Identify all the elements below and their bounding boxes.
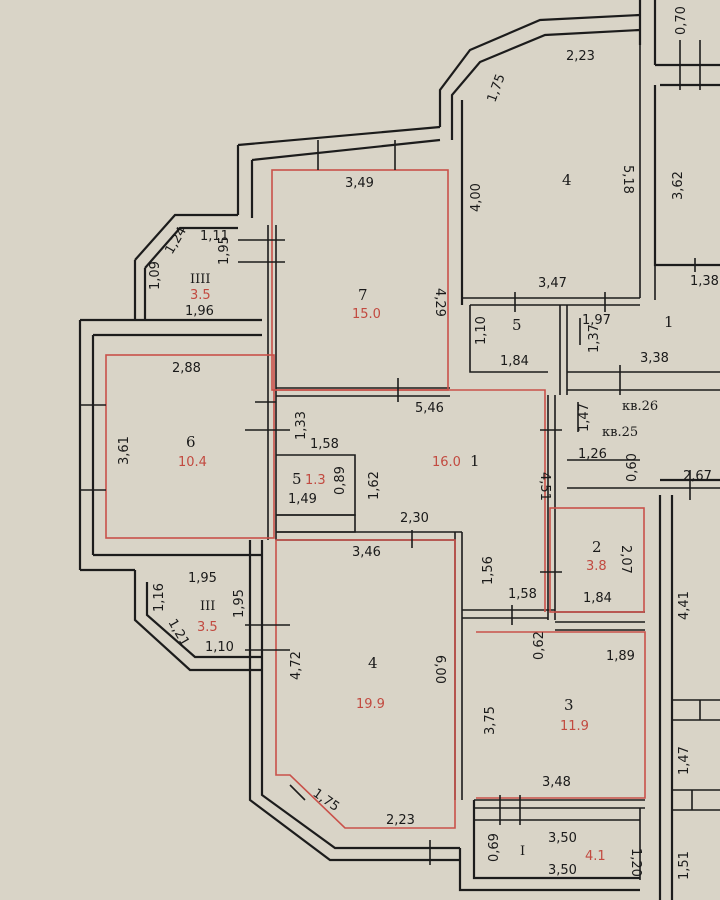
nb-r1-number: 1 [664,313,674,331]
nb-r4-dim-c: 4,00 [469,183,484,212]
room4-dim-top: 3,46 [352,545,381,560]
wall-ticks [80,40,701,865]
room1-number: 1 [470,452,480,470]
nb-r4-dim-b: 2,23 [566,49,595,64]
nb-r4-number: 4 [562,171,572,189]
room-2-outline [549,507,645,613]
nb-r1-dim-f: 0,60 [625,453,640,482]
room2-dim-right: 2,07 [618,545,633,574]
room4-dim-left: 4,72 [289,651,304,680]
balc-lower-dim-a: 1,95 [188,571,217,586]
room1-dim-d: 2,30 [400,511,429,526]
balc-bottom-area: 4.1 [585,849,606,864]
balc-bottom-dim-right: 1,20 [628,848,643,877]
room1-dim-c: 1,62 [367,471,382,500]
room4-area: 19.9 [356,697,385,712]
balc-lower-dim-d: 1,95 [232,589,247,618]
nb-r1-dim-e: 1,26 [578,447,607,462]
nb-r4-dim-d: 5,18 [620,165,635,194]
room3-dim-left: 3,75 [483,706,498,735]
nb-right-dim-c: 1,47 [677,746,692,775]
room2-number: 2 [592,538,602,556]
room-1-outline [274,389,546,612]
balc-upper-number: IIII [190,272,211,287]
room4-dim-right: 6,00 [432,655,447,684]
balc-bottom-dim-left: 0,69 [487,833,502,862]
balc-lower-dim-b: 1,16 [152,583,167,612]
balc-upper-dim-c: 1,95 [217,236,232,265]
room3-number: 3 [564,696,574,714]
room1-dim-b: 1,58 [310,437,339,452]
balc-bottom-dim-bottom: 3,50 [548,863,577,878]
room1-dim-e: 1,56 [481,556,496,585]
balc-lower-area: 3.5 [197,620,218,635]
room6-area: 10.4 [178,455,207,470]
room-6-outline [105,354,275,539]
room7-area: 15.0 [352,307,381,322]
nb-r4-dim-e: 3,47 [538,276,567,291]
nb-right-dim-d: 1,51 [677,851,692,880]
room1-area: 16.0 [432,455,461,470]
room6-number: 6 [186,433,196,451]
balc-bottom-number: I [520,844,525,859]
room5-area: 1.3 [305,473,326,488]
nb-top-dim-b: 3,62 [671,171,686,200]
room5-dim-right: 0,89 [333,466,348,495]
balc-upper-dim-e: 1,96 [185,304,214,319]
balc-upper-area: 3.5 [190,288,211,303]
nb-r5-dim-a: 1,10 [474,316,489,345]
nb-right-dim-a: 2,67 [683,469,712,484]
balc-lower-number: III [200,599,215,614]
room-4-outline [275,539,456,829]
label-apt-26: кв.26 [622,399,658,414]
room5-number: 5 [292,470,302,488]
room3-dim-top: 1,89 [606,649,635,664]
balc-bottom-dim-top: 3,50 [548,831,577,846]
nb-r1-dim-d: 1,47 [577,403,592,432]
room-outlines [105,169,646,829]
label-apt-25: кв.25 [602,425,638,440]
room3-dim-a: 0,62 [532,631,547,660]
nb-top-dim-a: 0,70 [674,6,689,35]
nb-r1-dim-c: 3,38 [640,351,669,366]
room2-area: 3.8 [586,559,607,574]
nb-right-dim-b: 4,41 [677,591,692,620]
room4-dim-bottom: 2,23 [386,813,415,828]
room7-dim-top: 3,49 [345,176,374,191]
room5-dim-bottom: 1,49 [288,492,317,507]
balc-upper-dim-d: 1,09 [148,261,163,290]
room7-number: 7 [358,286,368,304]
room1-dim-a: 1,33 [294,411,309,440]
room6-dim-top: 2,88 [172,361,201,376]
nb-top-dim-c: 1,38 [690,274,719,289]
room2-dim-bottom: 1,84 [583,591,612,606]
room3-area: 11.9 [560,719,589,734]
nb-r1-dim-a: 1,37 [587,324,602,353]
room-3-outline [476,631,646,799]
room6-dim-left: 3,61 [117,436,132,465]
room1-dim-top: 5,46 [415,401,444,416]
nb-r5-number: 5 [512,316,522,334]
room7-dim-right: 4,29 [432,288,447,317]
nb-r1-dim-b: 1,97 [582,313,611,328]
room1-dim-f: 1,58 [508,587,537,602]
room1-dim-right: 4,51 [537,472,552,501]
balc-upper-dim-b: 1,11 [200,229,229,244]
nb-r5-dim-b: 1,84 [500,354,529,369]
balc-lower-dim-e: 1,10 [205,640,234,655]
room4-number: 4 [368,654,378,672]
room3-dim-bottom: 3,48 [542,775,571,790]
